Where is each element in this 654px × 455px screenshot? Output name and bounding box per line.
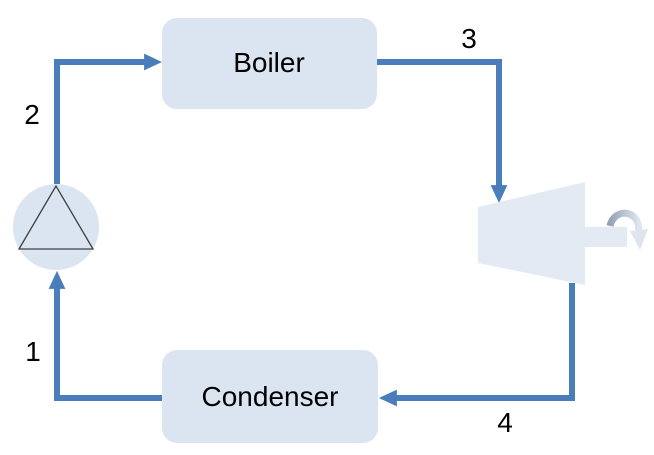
stream-label-4: 4 [497, 407, 513, 438]
condenser-label: Condenser [202, 381, 339, 412]
stream-label-1: 1 [25, 336, 41, 367]
stream-label-2: 2 [24, 99, 40, 130]
turbine-body-icon [478, 182, 585, 285]
boiler-label: Boiler [233, 47, 305, 78]
turbine-node [478, 182, 648, 285]
pump-node [13, 184, 99, 270]
boiler-node: Boiler [162, 18, 377, 109]
pump-triangle-icon [17, 184, 95, 250]
rotation-arrow-icon [606, 209, 648, 250]
condenser-node: Condenser [162, 350, 378, 443]
flow-arrow-pump-to-boiler [54, 53, 163, 184]
condenser-box [162, 350, 378, 443]
flow-arrow-condenser-to-pump [48, 270, 162, 401]
flow-arrow-turbine-to-condenser [378, 283, 575, 407]
flow-arrow-boiler-to-turbine [377, 59, 508, 204]
stream-label-3: 3 [461, 23, 477, 54]
turbine-shaft-icon [585, 227, 627, 247]
boiler-box [162, 18, 377, 109]
pump-circle-icon [13, 184, 99, 270]
